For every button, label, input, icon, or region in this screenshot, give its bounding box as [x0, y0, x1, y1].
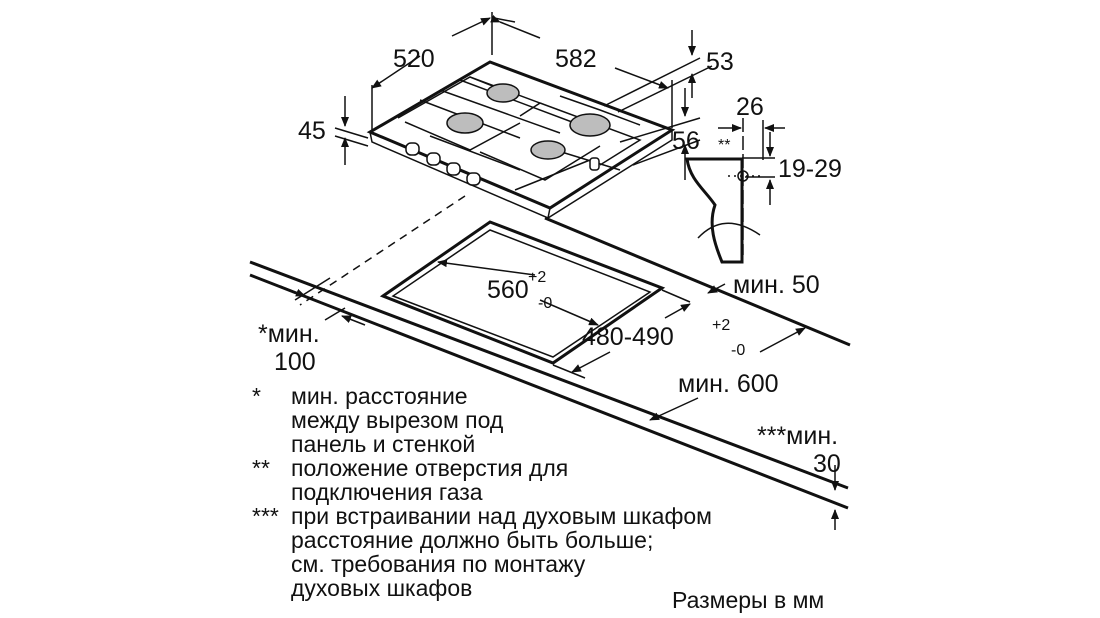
worktop-front-edge-top — [249, 260, 849, 490]
cutout — [379, 220, 666, 365]
dim-cutout-width: 560 — [487, 276, 529, 304]
dim-height-front: 45 — [298, 117, 326, 145]
cutout-inner — [391, 229, 652, 358]
knob-icon — [466, 172, 481, 186]
burner-icon — [446, 112, 484, 134]
dim-depth: 520 — [393, 45, 435, 73]
burner-icon — [486, 83, 520, 103]
side-profile — [685, 118, 785, 264]
knobs — [405, 142, 600, 186]
dim-height-rear: 53 — [706, 48, 734, 76]
knob-icon — [405, 142, 420, 156]
units-caption: Размеры в мм — [672, 587, 824, 613]
dim-cutout-width-plus: +2 — [528, 269, 546, 286]
worktop-back-edge — [544, 216, 851, 347]
note-marker: *** — [252, 503, 279, 529]
dim-width: 582 — [555, 45, 597, 73]
note-line: духовых шкафов — [291, 575, 472, 601]
dim-min-oven-label: ***мин. — [757, 422, 838, 450]
note-line: мин. расстояние — [291, 383, 468, 409]
burners — [446, 83, 611, 160]
worktop-dimension-lines — [279, 259, 839, 530]
burner-icon — [530, 140, 566, 160]
dim-min-back: мин. 50 — [733, 271, 820, 299]
note-marker: * — [252, 383, 261, 409]
note-line: подключения газа — [291, 479, 483, 505]
dim-gas-offset: 26 — [736, 93, 764, 121]
dim-min-side-value: 100 — [274, 348, 316, 376]
knob-icon — [426, 152, 441, 166]
worktop — [249, 195, 851, 510]
dim-cutout-depth: 480-490 — [582, 323, 674, 351]
note-line: положение отверстия для — [291, 455, 568, 481]
dim-min-side-label: *мин. — [258, 320, 320, 348]
cutout-projection-dashed — [299, 195, 466, 306]
dim-cutout-depth-plus: +2 — [712, 317, 730, 334]
note-line: при встраивании над духовым шкафом — [291, 503, 712, 529]
note-line: расстояние должно быть больше; — [291, 527, 653, 553]
knob-icon — [446, 162, 461, 176]
hob-dimension-lines — [334, 12, 713, 180]
dim-gas-height: 19-29 — [778, 155, 842, 183]
profile-outline — [685, 157, 744, 264]
note-line: между вырезом под — [291, 407, 504, 433]
hob-base — [369, 130, 673, 220]
cutout-outer — [379, 220, 666, 365]
dim-height-leg: 56 — [672, 127, 700, 155]
note-marker: ** — [252, 455, 270, 481]
dim-cutout-depth-minus: -0 — [731, 342, 745, 359]
note-line: см. требования по монтажу — [291, 551, 586, 577]
gas-marker: ** — [718, 137, 730, 154]
burner-icon — [569, 113, 611, 137]
footnotes: * мин. расстояние между вырезом под пане… — [252, 383, 712, 601]
dim-cutout-width-minus: -0 — [538, 295, 552, 312]
worktop-front-edge-bottom — [249, 273, 849, 510]
note-line: панель и стенкой — [291, 431, 475, 457]
gas-connector-icon — [589, 157, 600, 171]
profile-break-line — [697, 222, 761, 239]
dim-min-oven-value: 30 — [813, 450, 841, 478]
hob — [366, 60, 676, 220]
dim-min-worktop: мин. 600 — [678, 370, 779, 398]
